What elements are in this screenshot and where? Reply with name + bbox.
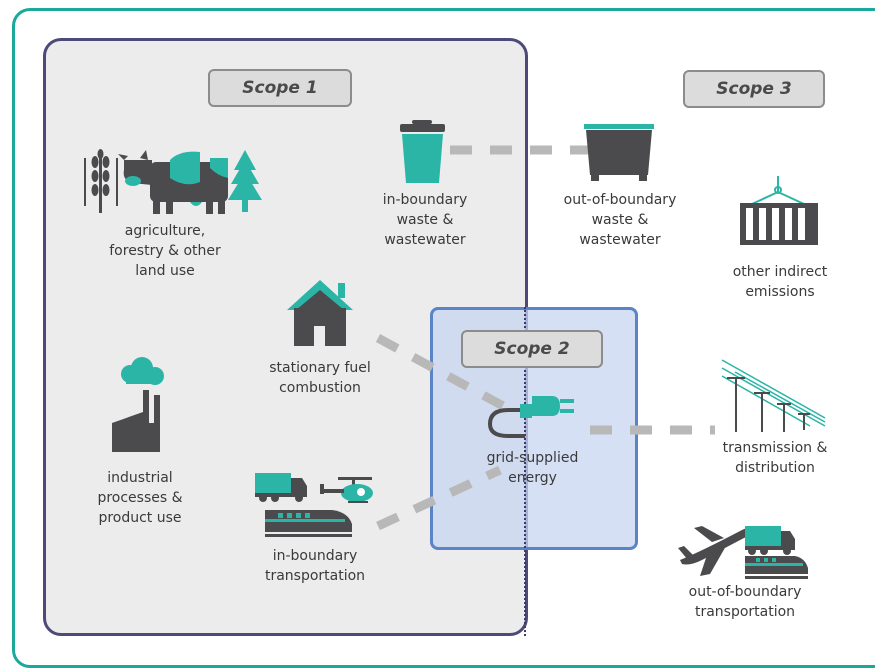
scope1-title: Scope 1 [208,69,352,107]
truck-icon [255,473,307,502]
label-stationary-fuel-combustion: stationary fuel combustion [269,360,371,396]
plug-icon [487,396,574,438]
truck-icon [745,526,795,555]
label-grid-supplied-energy: grid-supplied energy [486,450,579,486]
label-out-of-boundary-waste: out-of-boundary waste & wastewater [563,192,677,248]
scope2-title: Scope 2 [461,330,603,368]
train-icon [265,510,352,537]
label-in-boundary-transportation: in-boundary transportation [264,548,366,584]
power-lines-icon [721,359,826,432]
label-out-of-boundary-transportation: out-of-boundary transportation [688,584,802,620]
label-in-boundary-waste: in-boundary waste & wastewater [382,192,468,248]
train-icon [745,556,808,579]
wheat-icon [84,149,118,213]
label-industrial-processes: industrial processes & product use [97,470,183,526]
connector-lines [375,145,715,531]
cow-icon [118,150,228,214]
boundary-dotted-line [524,307,526,636]
connector-stationary [375,334,508,411]
dumpster-icon [584,124,654,181]
cargo-container-icon [740,176,818,245]
helicopter-icon [320,477,373,503]
label-transmission-distribution: transmission & distribution [722,440,828,476]
label-other-indirect-emissions: other indirect emissions [732,264,828,300]
house-icon [287,280,353,346]
label-agriculture: agriculture, forestry & other land use [109,223,221,279]
factory-icon [112,357,164,452]
airplane-icon [678,526,752,576]
trash-bin-icon [400,120,445,183]
scope3-title: Scope 3 [683,70,825,108]
tree-icon [228,150,262,212]
